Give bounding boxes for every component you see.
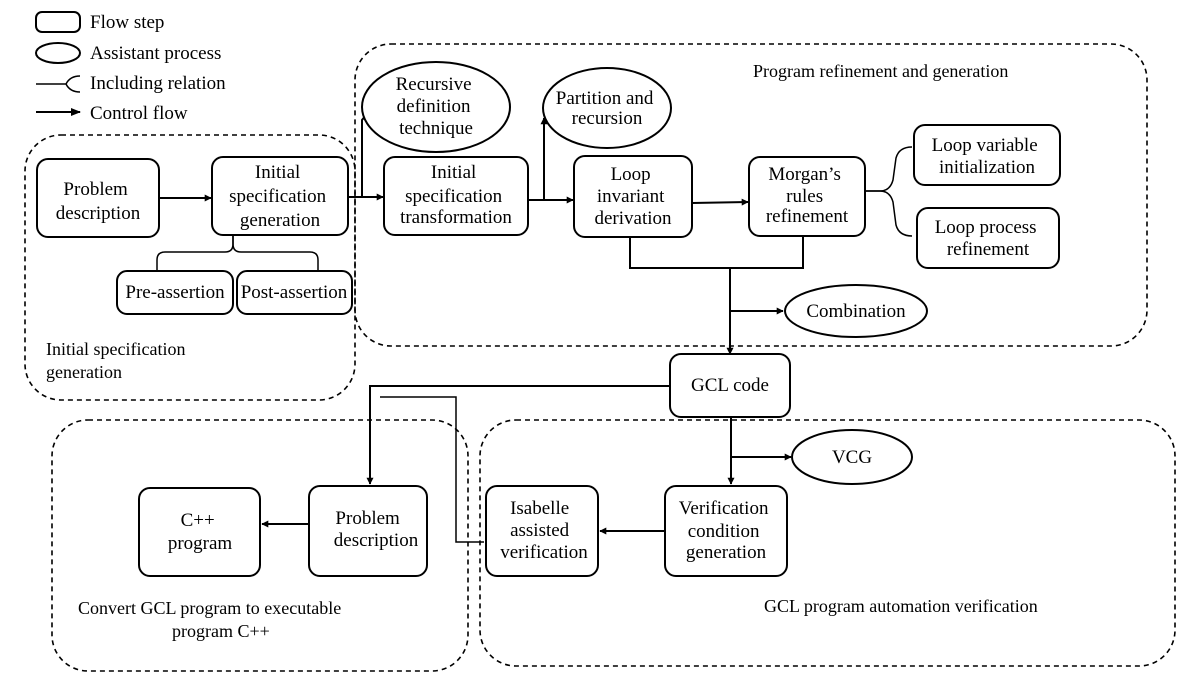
including-pre-assertion [156,235,234,271]
step-loop-process-refinement: Loop process refinement [916,207,1060,269]
step-initial-spec-generation: Initial specification generation [211,156,349,236]
step-initial-spec-generation-label: Initial specification generation [229,162,331,231]
step-pre-assertion: Pre-assertion [116,270,234,315]
region-convert-gcl [51,419,469,672]
legend-including-icon [36,75,81,93]
step-loop-invariant-derivation-label: Loop invariant derivation [594,164,672,229]
step-post-assertion-label: Post-assertion [241,282,348,303]
assistant-combination: Combination [784,284,928,338]
step-morgans-rules-refinement-label: Morgan’s rules refinement [766,164,849,227]
step-problem-description-label: Problem description [56,179,141,224]
region-program-refinement-label: Program refinement and generation [753,61,1008,81]
including-loop-process-refinement [865,190,913,237]
line-gcl-to-isabelle [380,396,484,543]
legend-flow-step-icon [35,11,81,33]
step-gcl-code: GCL code [669,353,791,418]
assistant-recursive-definition-technique: Recursive definition technique [361,61,511,153]
region-gcl-verification [479,419,1176,667]
region-gcl-verification-label: GCL program automation verification [764,596,1038,616]
step-loop-invariant-derivation: Loop invariant derivation [573,155,693,238]
region-program-refinement [354,43,1148,347]
step-verification-condition-generation: Verification condition generation [664,485,788,577]
step-gcl-code-label: GCL code [691,375,769,396]
step-post-assertion: Post-assertion [236,270,353,315]
step-pre-assertion-label: Pre-assertion [125,282,225,303]
step-cpp-program: C++ program [138,487,261,577]
assistant-partition-recursion-label: Partition and recursion [556,88,658,129]
step-problem-description: Problem description [36,158,160,238]
merge-line [629,237,804,269]
step-loop-variable-initialization-label: Loop variable initialization [932,135,1043,178]
including-loop-variable-init [865,146,913,192]
arrow-loop-invariant-to-morgan [691,198,749,206]
region-initial-specification-label: Initial specification generation [46,339,190,382]
legend-flow-step-label: Flow step [90,12,164,33]
step-initial-spec-transformation: Initial specification transformation [383,156,529,236]
step-cpp-program-label: C++ program [168,510,233,554]
region-initial-specification [24,134,356,401]
assistant-partition-and-recursion: Partition and recursion [542,67,672,149]
arrow-gcl-to-problem-description [366,385,669,485]
step-loop-process-refinement-label: Loop process refinement [935,217,1042,260]
step-initial-spec-transformation-label: Initial specification transformation [400,162,512,228]
step-problem-description-convert: Problem description [308,485,428,577]
step-morgans-rules-refinement: Morgan’s rules refinement [748,156,866,237]
assistant-combination-label: Combination [806,301,906,322]
legend-assistant-icon [35,42,81,64]
legend-including-label: Including relation [90,73,226,94]
step-isabelle-assisted-verification: Isabelle assisted verification [485,485,599,577]
legend-control-flow-label: Control flow [90,103,188,124]
step-problem-description-convert-label: Problem description [334,508,419,551]
including-post-assertion [232,235,319,271]
step-loop-variable-initialization: Loop variable initialization [913,124,1061,186]
assistant-vcg: VCG [791,429,913,485]
legend: Flow step Assistant process Including re… [35,11,226,124]
step-verification-condition-generation-label: Verification condition generation [679,498,773,563]
assistant-vcg-label: VCG [832,447,872,468]
legend-assistant-label: Assistant process [90,43,221,64]
connectors [156,103,913,543]
step-isabelle-assisted-verification-label: Isabelle assisted verification [500,498,588,563]
assistant-recursive-definition-label: Recursive definition technique [396,74,477,139]
region-convert-gcl-label: Convert GCL program to executable progra… [78,598,346,641]
